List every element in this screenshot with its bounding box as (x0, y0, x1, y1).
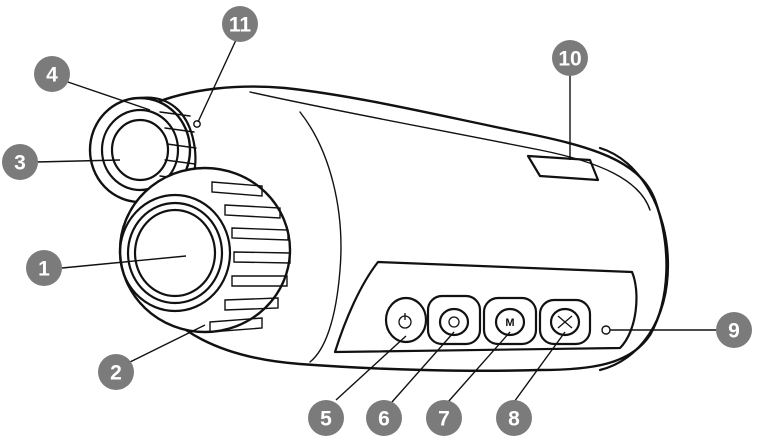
callout-6: 6 (366, 400, 402, 436)
reset-hole (601, 325, 611, 335)
callout-10: 10 (552, 40, 588, 76)
svg-text:4: 4 (46, 64, 58, 87)
rear-cap (598, 146, 670, 372)
callout-1: 1 (26, 250, 62, 286)
callout-7: 7 (426, 400, 462, 436)
callout-11: 11 (222, 6, 258, 42)
camera-button[interactable] (426, 294, 482, 346)
svg-text:5: 5 (320, 408, 332, 431)
mode-button[interactable]: M (482, 296, 538, 346)
zoom-button-icon (557, 315, 573, 329)
camera-button-icon (448, 316, 460, 328)
callout-8: 8 (496, 400, 532, 436)
svg-text:11: 11 (229, 14, 252, 37)
svg-text:7: 7 (438, 408, 450, 431)
zoom-button[interactable] (538, 298, 592, 346)
svg-text:8: 8 (508, 408, 520, 431)
svg-text:9: 9 (728, 320, 740, 343)
callout-3: 3 (2, 144, 38, 180)
callout-9: 9 (716, 312, 752, 348)
callout-2: 2 (98, 354, 134, 390)
callout-5: 5 (308, 400, 344, 436)
callout-4: 4 (34, 56, 70, 92)
svg-text:1: 1 (38, 258, 50, 281)
m-button-glyph: M (505, 317, 514, 329)
eyepiece (88, 96, 197, 204)
svg-text:2: 2 (110, 362, 122, 385)
svg-text:3: 3 (14, 152, 26, 175)
objective-lens (118, 166, 292, 334)
callout-lines (35, 39, 718, 403)
body-contour-line (249, 91, 651, 211)
svg-text:10: 10 (558, 48, 581, 71)
front-seam (299, 111, 342, 363)
svg-text:6: 6 (378, 408, 390, 431)
sensor-dot (193, 120, 201, 128)
power-button[interactable] (384, 296, 428, 344)
button-panel (333, 260, 638, 354)
